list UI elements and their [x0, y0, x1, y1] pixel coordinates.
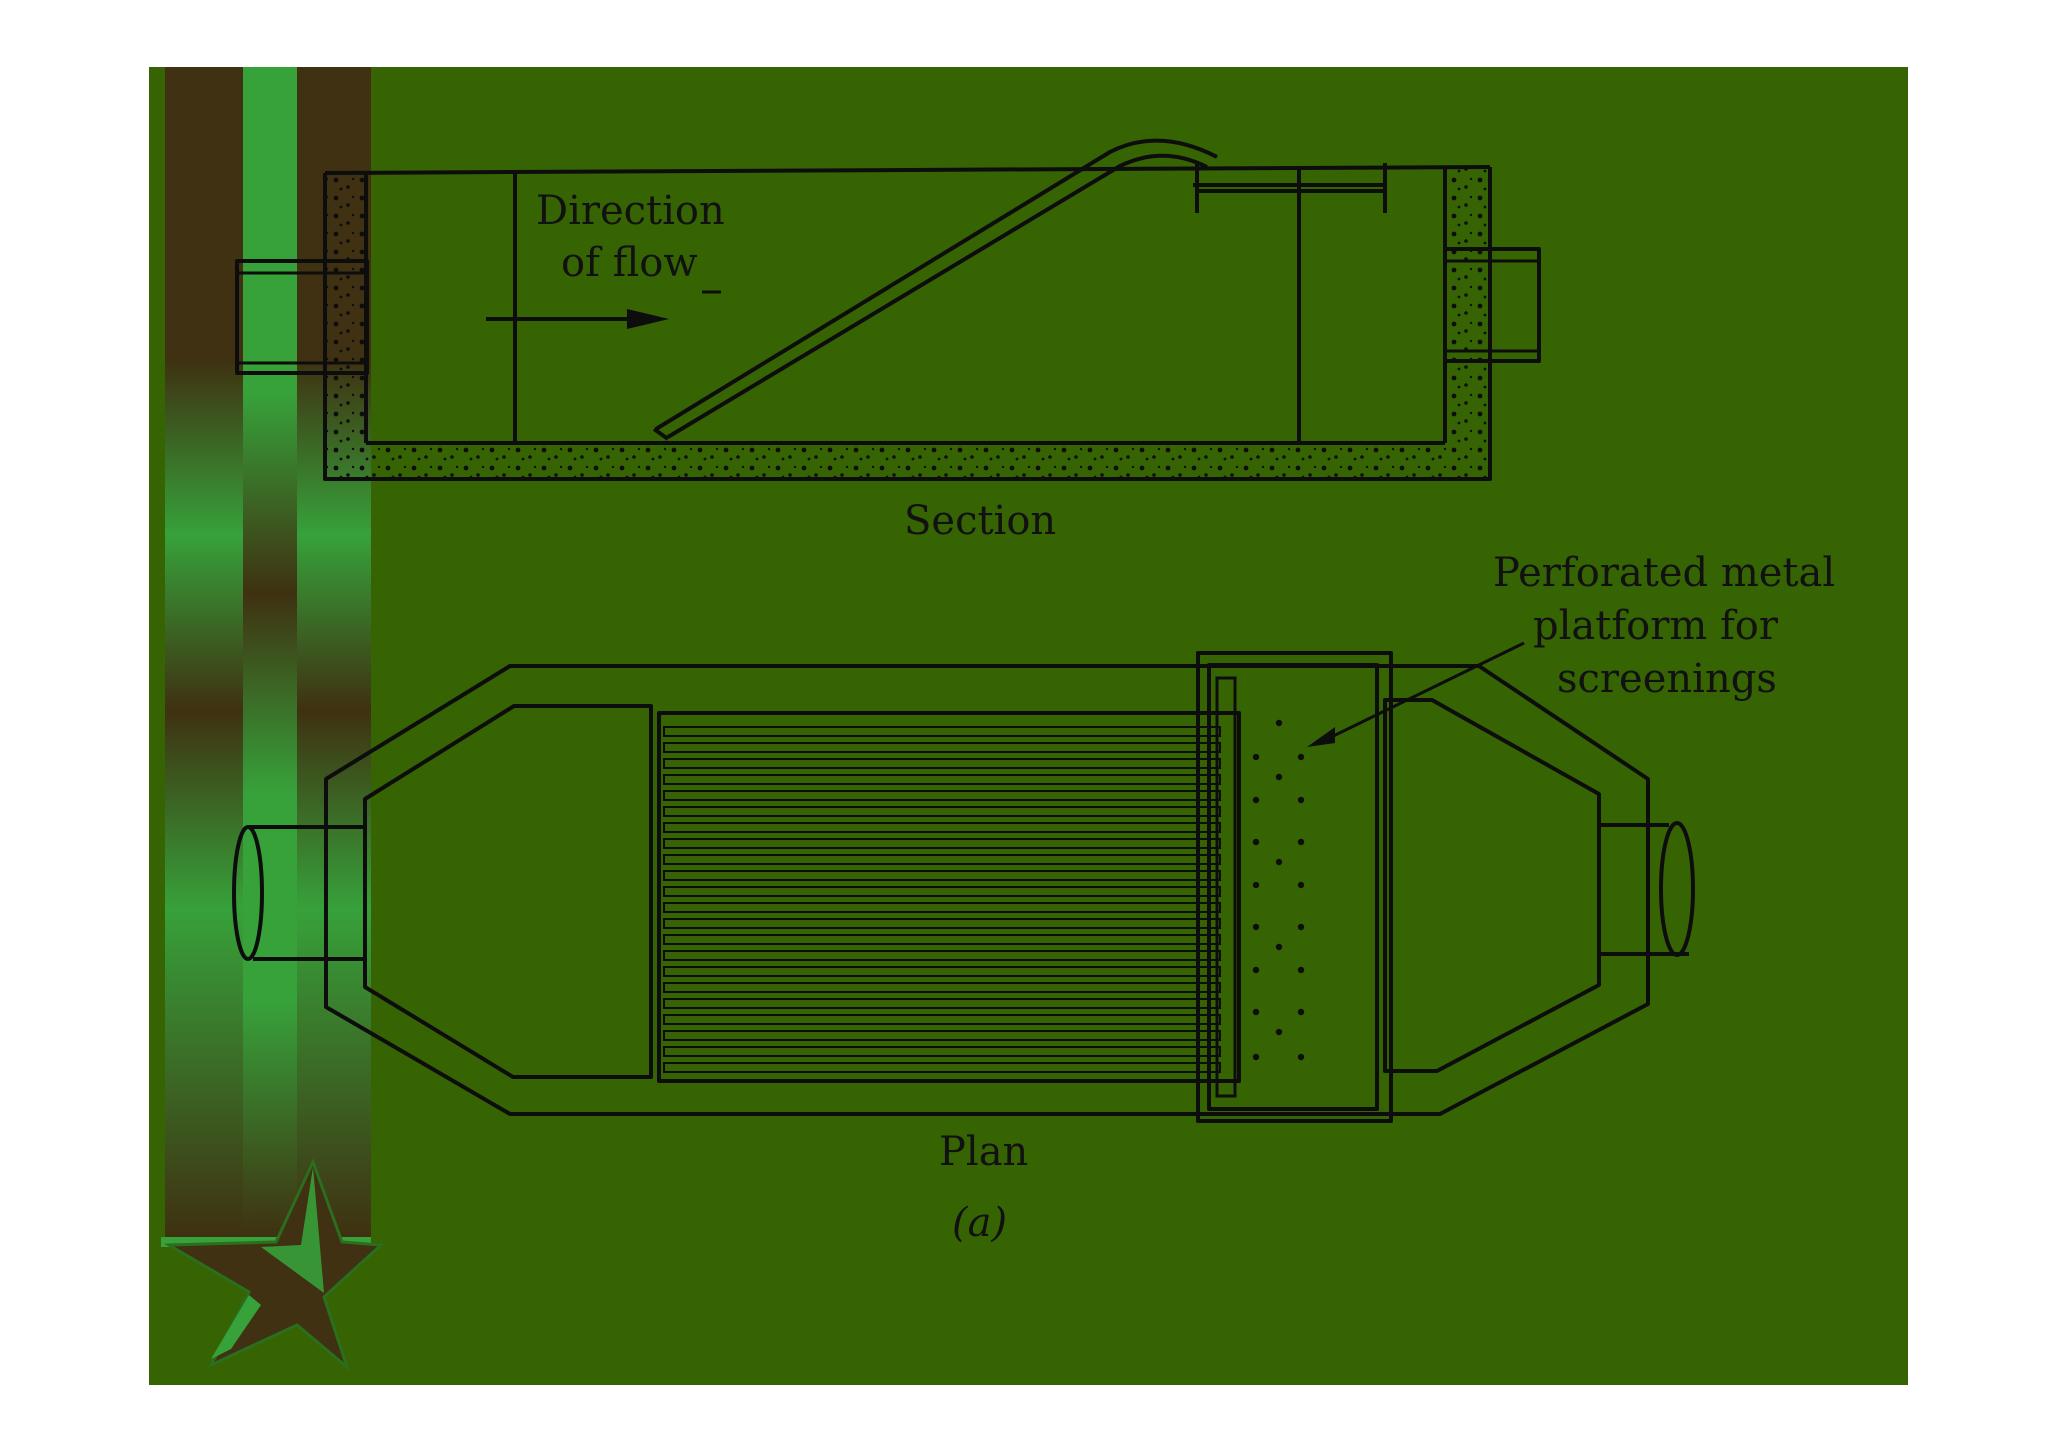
- inlet-pipe-plan: [232, 825, 365, 961]
- platform-section: [1193, 163, 1387, 213]
- section-view: [235, 138, 1541, 481]
- plan-view: [232, 641, 1695, 1123]
- perforation-dot: [1275, 719, 1283, 727]
- rack-bar: [663, 870, 1221, 881]
- rack-bar: [663, 1046, 1221, 1057]
- rack-bar: [663, 758, 1221, 769]
- perforation-dot: [1297, 838, 1305, 846]
- section-label: Section: [904, 498, 1057, 544]
- rack-bar: [663, 822, 1221, 833]
- rack-bar: [663, 934, 1221, 945]
- outlet-pipe-section: [1443, 247, 1541, 363]
- plan-label: Plan: [939, 1129, 1029, 1175]
- rack-bar: [663, 838, 1221, 849]
- inclined-bar-screen: [652, 138, 1218, 441]
- perforation-dot: [1297, 1053, 1305, 1061]
- leader-arrow: [1307, 641, 1525, 747]
- screen-chamber-diagram: [161, 67, 1695, 1372]
- perforated-label-3: screenings: [1557, 656, 1777, 702]
- perforation-dot: [1297, 881, 1305, 889]
- perforated-platform-plan: [1196, 651, 1393, 1123]
- perforation-dot: [1252, 838, 1260, 846]
- rack-bar: [663, 806, 1221, 817]
- perforation-dot: [1275, 1028, 1283, 1036]
- rack-bar: [663, 998, 1221, 1009]
- inlet-pipe-section: [235, 259, 369, 375]
- perforated-label-1: Perforated metal: [1493, 550, 1836, 596]
- rack-bar: [663, 742, 1221, 753]
- rack-bar: [663, 902, 1221, 913]
- rack-bar: [663, 1014, 1221, 1025]
- perforated-label-2: platform for: [1533, 603, 1778, 649]
- perforation-dot: [1297, 1008, 1305, 1016]
- rack-bar: [663, 886, 1221, 897]
- figure-tag-label: (a): [952, 1200, 1008, 1246]
- direction-of-flow-label-1: Direction: [536, 188, 725, 234]
- rack-bar: [663, 966, 1221, 977]
- rack-bar: [663, 726, 1221, 737]
- perforation-dot: [1252, 923, 1260, 931]
- perforation-dot: [1297, 796, 1305, 804]
- perforation-dot: [1275, 858, 1283, 866]
- perforation-dot: [1297, 966, 1305, 974]
- perforation-dot: [1252, 1053, 1260, 1061]
- bar-rack: [657, 711, 1241, 1083]
- perforation-dot: [1252, 753, 1260, 761]
- perforation-dot: [1252, 966, 1260, 974]
- flow-arrow: [486, 290, 721, 329]
- perforation-dot: [1297, 923, 1305, 931]
- rack-bar: [663, 790, 1221, 801]
- rack-bar: [663, 1062, 1221, 1073]
- rack-bar: [663, 950, 1221, 961]
- perforation-dot: [1275, 773, 1283, 781]
- perforation-dot: [1252, 1008, 1260, 1016]
- outlet-pipe-plan: [1599, 821, 1695, 957]
- rack-bar: [663, 918, 1221, 929]
- rack-bar: [663, 854, 1221, 865]
- star-icon: [163, 1158, 385, 1372]
- rack-bar: [663, 774, 1221, 785]
- perforation-dot: [1252, 881, 1260, 889]
- perforation-dot: [1297, 753, 1305, 761]
- perforation-dot: [1252, 796, 1260, 804]
- rack-bar: [663, 1030, 1221, 1041]
- slide: Direction of flow Section Perforated met…: [149, 67, 1908, 1385]
- direction-of-flow-label-2: of flow: [561, 240, 698, 286]
- rack-bar: [663, 982, 1221, 993]
- perforation-dot: [1275, 943, 1283, 951]
